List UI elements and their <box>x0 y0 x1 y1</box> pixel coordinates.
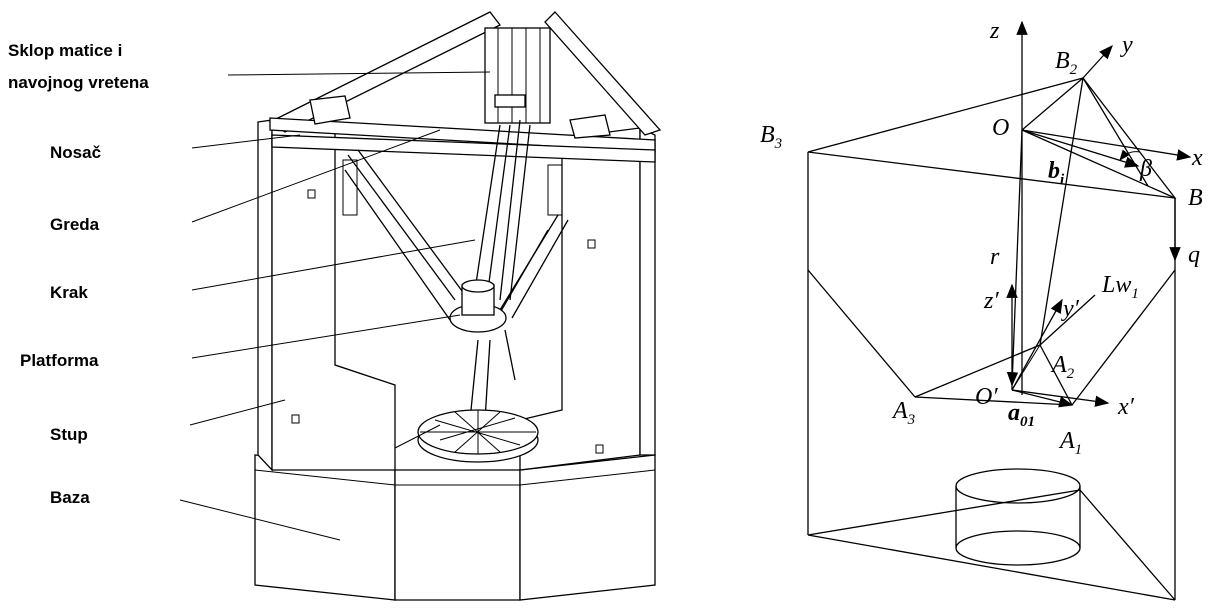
label-B3: B3 <box>760 122 782 152</box>
b-vector <box>1021 129 1140 168</box>
label-platforma: Platforma <box>20 351 99 370</box>
r-vector <box>1006 129 1023 387</box>
label-B2: B2 <box>1055 48 1078 78</box>
label-r: r <box>990 244 1000 270</box>
right-column <box>519 126 656 471</box>
label-z: z <box>989 18 1000 44</box>
label-sklop-line1: Sklop matice i <box>8 41 122 60</box>
label-a01: a01 <box>1008 400 1035 430</box>
kinematic-schematic <box>807 20 1192 601</box>
y-prime-axis <box>1011 298 1063 391</box>
a-vector <box>1011 389 1074 408</box>
label-B1: B <box>1188 185 1203 211</box>
work-table <box>417 409 539 463</box>
label-y: y <box>1120 32 1133 58</box>
label-x-prime: x′ <box>1117 394 1135 420</box>
workpiece-cylinder <box>955 468 1081 566</box>
leader-lines <box>179 71 491 541</box>
schematic-labels: z y x O B2 B3 B β bi q r Lw1 z′ y′ x′ A2… <box>760 18 1203 458</box>
base-block <box>254 454 656 601</box>
roof-frame <box>268 11 662 153</box>
left-column <box>257 119 396 472</box>
arms <box>344 119 569 421</box>
label-x: x <box>1191 145 1203 171</box>
component-labels: Sklop matice i navojnog vretena Nosač Gr… <box>8 41 149 507</box>
label-A3: A3 <box>891 398 915 428</box>
label-beta: β <box>1139 156 1152 182</box>
label-O: O <box>992 115 1009 141</box>
machine-drawing <box>179 11 662 601</box>
label-z-prime: z′ <box>983 288 999 314</box>
x-axis <box>1021 129 1192 161</box>
label-stup: Stup <box>50 425 88 444</box>
upper-triangle <box>807 77 1177 199</box>
label-A1: A1 <box>1058 428 1082 458</box>
label-nosac: Nosač <box>50 143 101 162</box>
beta-arc <box>1119 149 1141 161</box>
label-greda: Greda <box>50 215 100 234</box>
x-prime-axis <box>1011 389 1110 407</box>
label-y-prime: y′ <box>1061 296 1080 322</box>
label-baza: Baza <box>50 488 90 507</box>
label-b: bi <box>1048 158 1065 188</box>
platform <box>449 279 507 333</box>
y-axis <box>1082 44 1113 79</box>
label-O-prime: O′ <box>975 384 998 410</box>
label-A2: A2 <box>1050 352 1075 382</box>
label-sklop-line2: navojnog vretena <box>8 73 149 92</box>
label-krak: Krak <box>50 283 88 302</box>
label-Lw: Lw1 <box>1101 272 1139 302</box>
label-q: q <box>1188 242 1200 268</box>
screw-assembly <box>342 27 563 216</box>
